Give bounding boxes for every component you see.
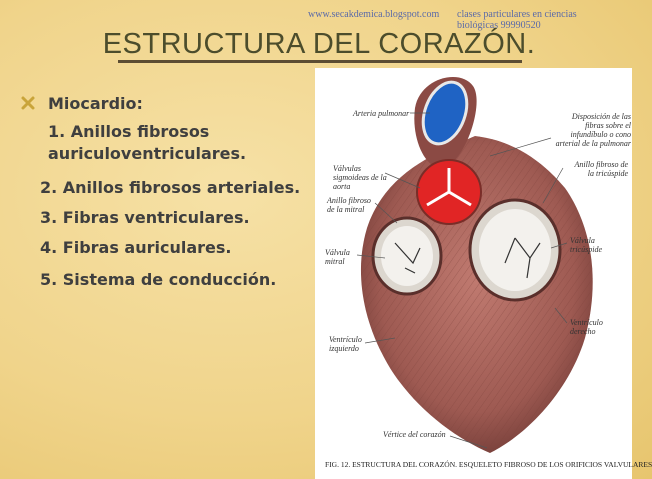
label-valvulas-aorta: Válvulas sigmoideas de la aorta	[333, 164, 387, 191]
list-item-1-line1: 1. Anillos fibrosos	[48, 122, 210, 141]
list-item-3: 3. Fibras ventriculares.	[40, 208, 250, 227]
label-arteria-pulmonar: Arteria pulmonar	[353, 109, 410, 118]
site-url-note: www.secakdemica.blogspot.com	[308, 9, 440, 20]
classes-note: clases particulares en ciencias biológic…	[457, 9, 577, 31]
bullet-heading-miocardio: Miocardio:	[48, 94, 143, 113]
label-vertice: Vértice del corazón	[383, 430, 446, 439]
heart-illustration: Arteria pulmonar Disposición de las fibr…	[315, 68, 652, 479]
label-anillo-tricuspide: Anillo fibroso de la tricúspide	[574, 160, 628, 178]
pulmonary-artery-lumen	[421, 80, 469, 146]
list-item-4: 4. Fibras auriculares.	[40, 238, 232, 257]
figure-caption: FIG. 12. ESTRUCTURA DEL CORAZÓN. ESQUELE…	[325, 460, 652, 469]
slide: www.secakdemica.blogspot.com clases part…	[21, 9, 652, 479]
label-valvula-tricuspide: Válvula tricúspide	[570, 236, 602, 254]
list-item-2: 2. Anillos fibrosos arteriales.	[40, 178, 301, 197]
list-item-5: 5. Sistema de conducción.	[40, 270, 277, 289]
x-bullet-icon	[21, 96, 35, 110]
label-anillo-mitral: Anillo fibroso de la mitral	[327, 196, 371, 214]
label-disposicion-fibras: Disposición de las fibras sobre el infun…	[555, 112, 631, 148]
list-item-1-line2: auriculoventriculares.	[48, 144, 247, 163]
title-underline	[118, 60, 522, 63]
label-ventriculo-derecho: Ventrículo derecho	[570, 318, 603, 336]
slide-title: ESTRUCTURA DEL CORAZÓN.	[102, 28, 536, 60]
label-ventriculo-izquierdo: Ventrículo izquierdo	[329, 335, 362, 353]
heart-drawing	[356, 77, 593, 453]
label-valvula-mitral: Válvula mitral	[325, 248, 350, 266]
